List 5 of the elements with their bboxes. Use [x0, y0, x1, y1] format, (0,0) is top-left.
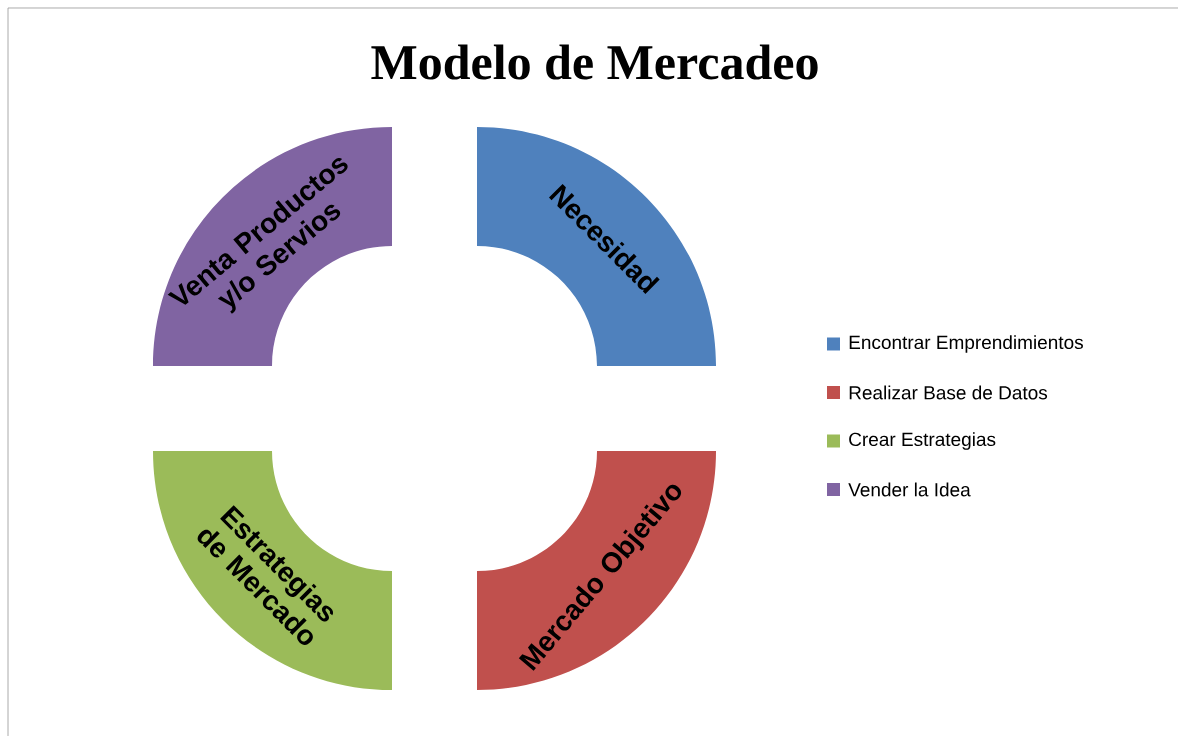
legend-label: Crear Estrategias	[849, 432, 996, 450]
legend-label: Realizar Base de Datos	[849, 385, 1048, 400]
title: Modelo de Mercadeo	[371, 44, 818, 80]
legend-label: Encontrar Emprendimientos	[849, 335, 1083, 353]
legend-label: Vender la Idea	[848, 482, 971, 497]
